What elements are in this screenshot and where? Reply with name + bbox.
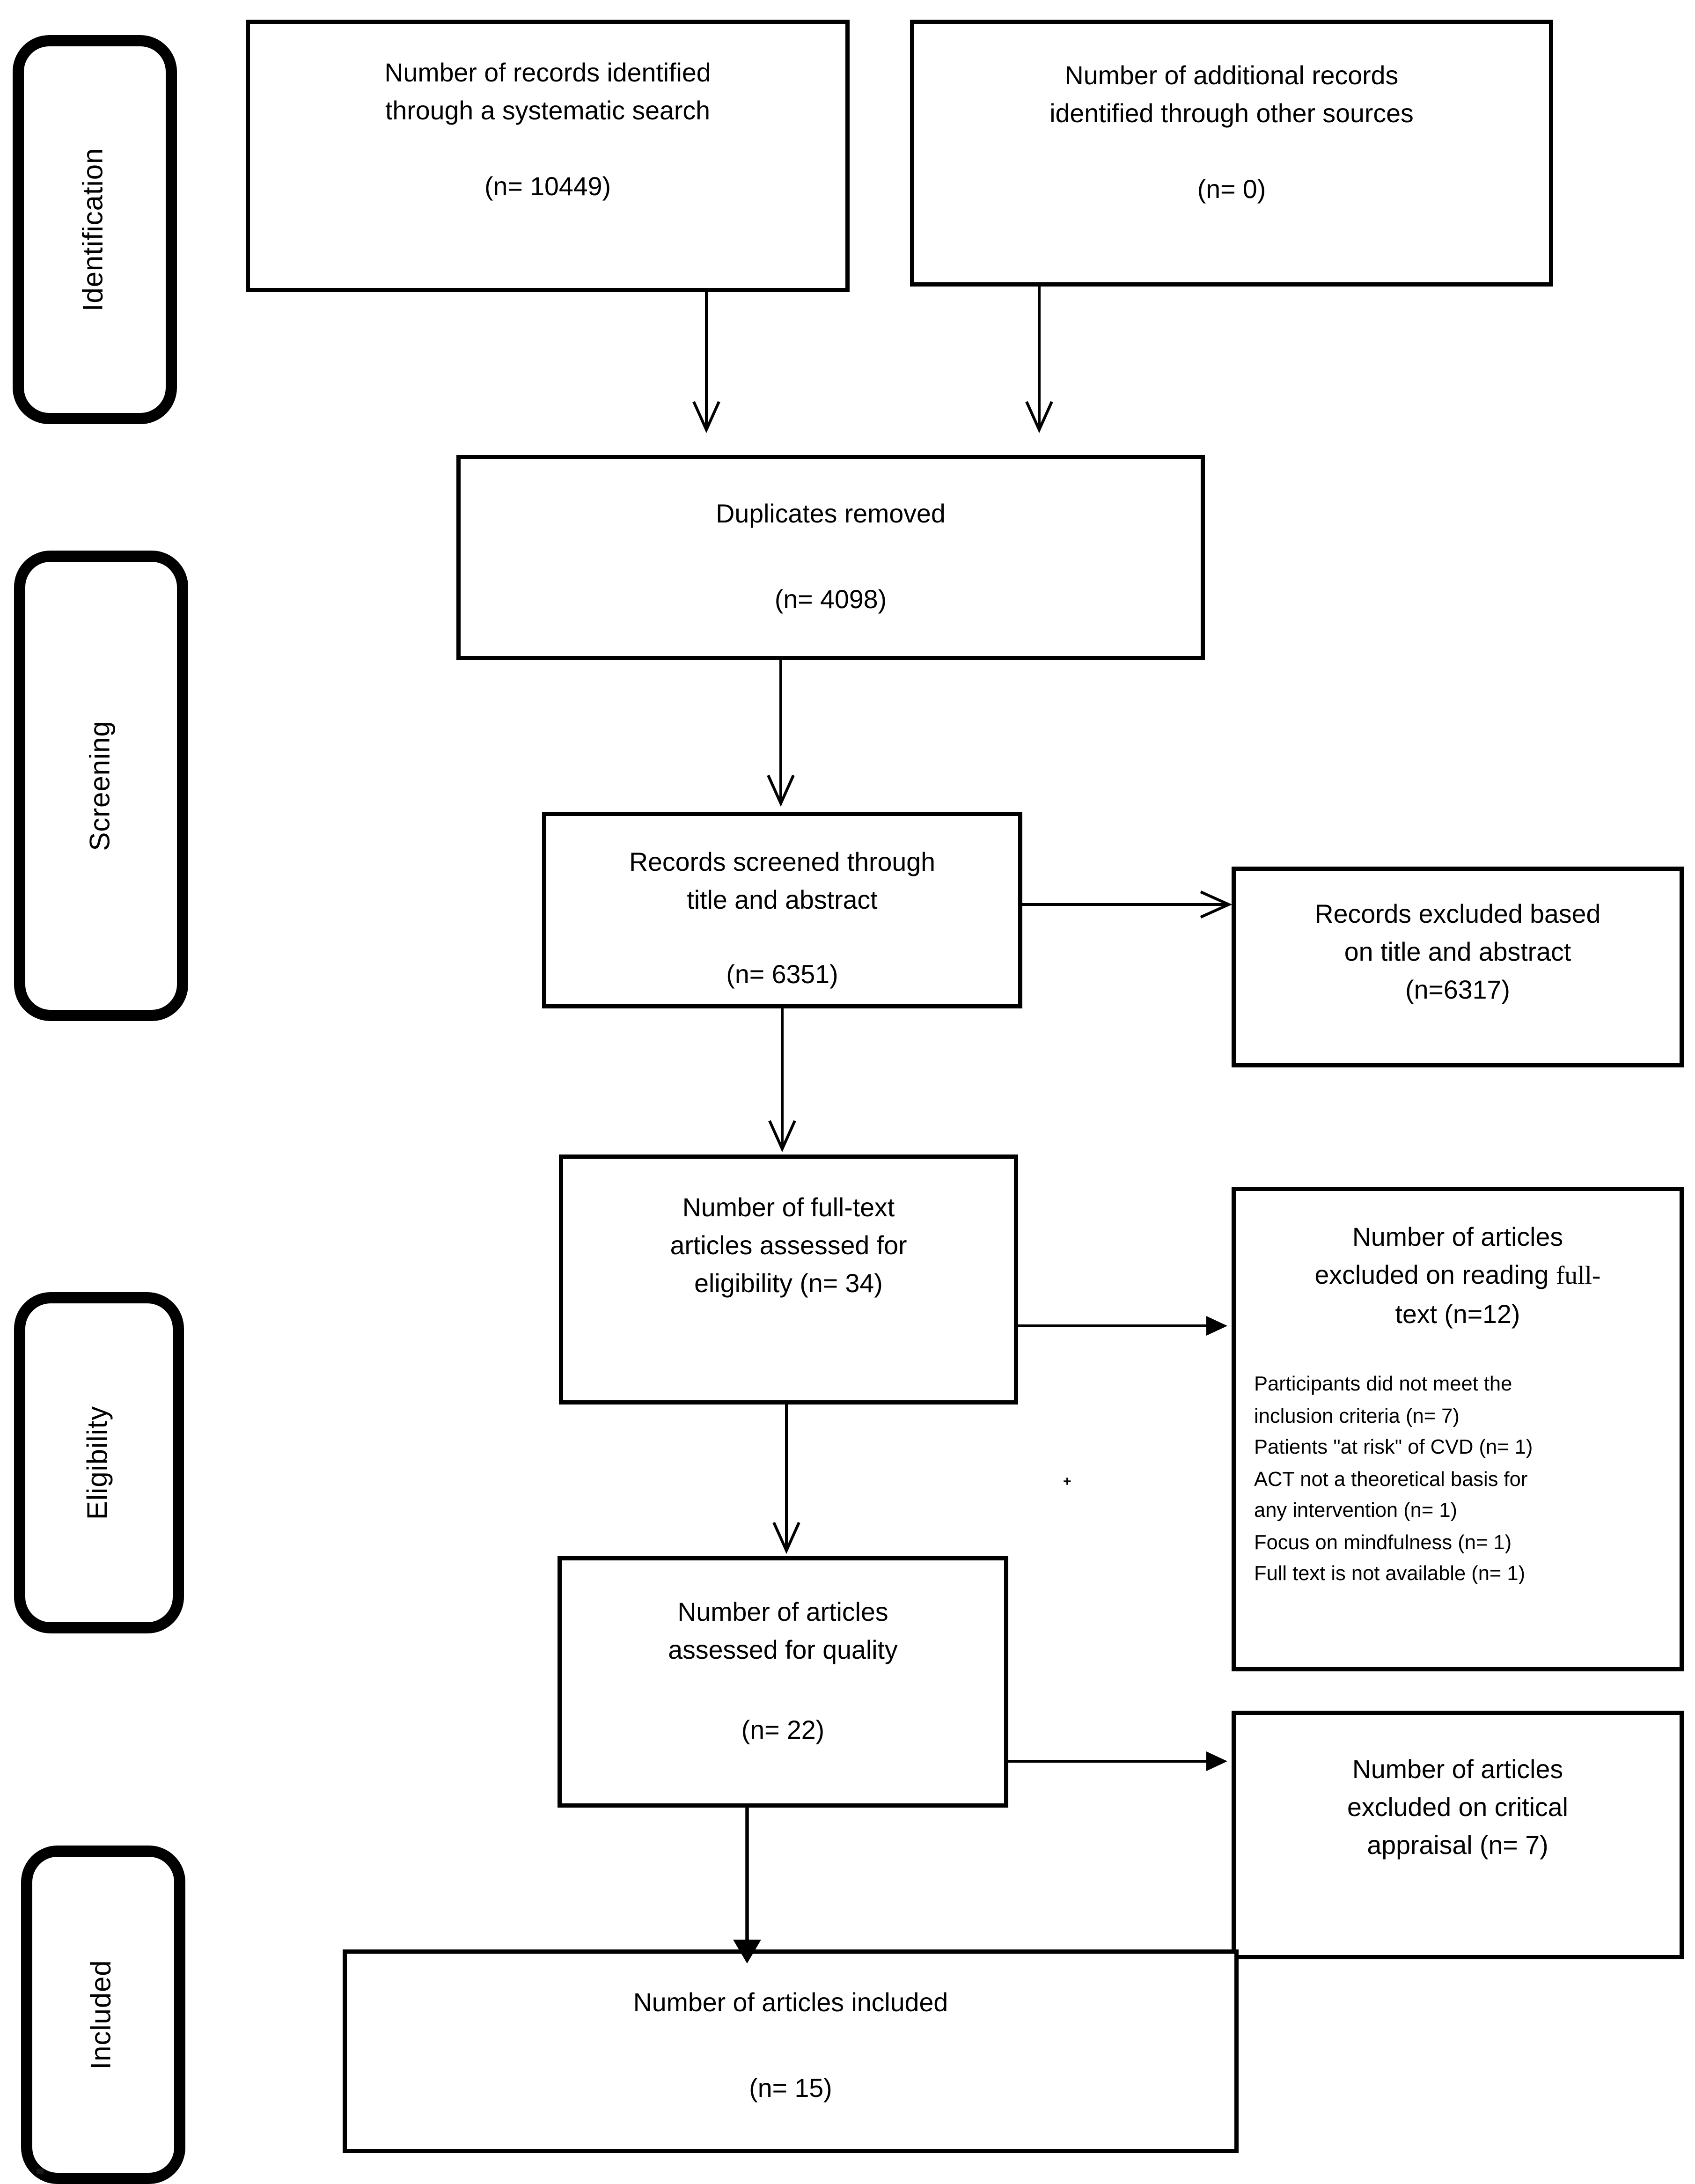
box-fulltext-excluded-title-start: Number of articles excluded on reading (1314, 1222, 1563, 1289)
box-quality-assessed: Number of articles assessed for quality … (558, 1556, 1008, 1808)
arrow-quality-to-included (733, 1808, 761, 1963)
box-records-screened-text: Records screened through title and abstr… (629, 847, 936, 914)
box-records-identified: Number of records identified through a s… (246, 20, 850, 292)
box-records-screened-count: (n= 6351) (726, 958, 838, 988)
stage-label-included: Included (21, 1846, 185, 2184)
stage-label-identification-text: Identification (79, 147, 110, 312)
box-fulltext-assessed-text: Number of full-text articles assessed fo… (670, 1192, 907, 1297)
box-fulltext-excluded-title-serif-word: full- (1556, 1262, 1601, 1291)
box-articles-included-count: (n= 15) (749, 2073, 832, 2103)
stage-label-eligibility-text: Eligibility (82, 1405, 114, 1520)
corner-artifact (37, 2169, 44, 2174)
box-additional-records-text: Number of additional records identified … (1049, 60, 1414, 128)
stage-label-screening: Screening (14, 551, 188, 1021)
stage-label-included-text: Included (87, 1960, 118, 2070)
arrow-duplicates-to-screened (767, 660, 795, 807)
box-duplicates-removed: Duplicates removed (n= 4098) (456, 455, 1205, 660)
box-fulltext-excluded-reasons: Participants did not meet the inclusion … (1254, 1374, 1533, 1586)
box-quality-assessed-text: Number of articles assessed for quality (668, 1597, 898, 1664)
box-quality-assessed-count: (n= 22) (741, 1714, 825, 1744)
box-duplicates-removed-text: Duplicates removed (716, 499, 946, 528)
box-excluded-title-abstract-text: Records excluded based on title and abst… (1314, 899, 1601, 1004)
stage-label-identification: Identification (13, 35, 177, 424)
box-articles-included: Number of articles included (n= 15) (343, 1949, 1239, 2153)
arrow-fulltext-to-excluded (1018, 1316, 1227, 1336)
box-fulltext-assessed: Number of full-text articles assessed fo… (559, 1155, 1018, 1405)
box-additional-records: Number of additional records identified … (910, 20, 1553, 287)
box-records-identified-text: Number of records identified through a s… (384, 58, 711, 125)
box-excluded-critical-appraisal: Number of articles excluded on critical … (1232, 1711, 1684, 1959)
asterisk-mark: + (1063, 1475, 1071, 1490)
box-duplicates-removed-count: (n= 4098) (774, 584, 887, 614)
arrow-screened-to-excluded (1022, 890, 1233, 919)
box-excluded-critical-appraisal-text: Number of articles excluded on critical … (1347, 1754, 1569, 1859)
box-records-screened: Records screened through title and abstr… (542, 812, 1022, 1008)
stage-label-screening-text: Screening (85, 721, 116, 851)
box-additional-records-count: (n= 0) (1197, 173, 1266, 203)
box-fulltext-excluded-title: Number of articles excluded on reading f… (1236, 1219, 1680, 1333)
box-fulltext-excluded-title-end: text (n=12) (1395, 1298, 1520, 1328)
arrow-fulltext-to-quality (772, 1405, 800, 1554)
arrow-records-identified-to-duplicates (692, 292, 720, 434)
box-excluded-title-abstract: Records excluded based on title and abst… (1232, 867, 1684, 1067)
stage-label-eligibility: Eligibility (14, 1292, 184, 1633)
box-articles-included-text: Number of articles included (633, 1987, 948, 2017)
box-fulltext-excluded: Number of articles excluded on reading f… (1232, 1187, 1684, 1671)
arrow-quality-to-excluded (1008, 1751, 1227, 1771)
arrow-screened-to-fulltext (768, 1008, 796, 1153)
box-records-identified-count: (n= 10449) (484, 170, 611, 200)
arrow-additional-records-to-duplicates (1025, 287, 1053, 434)
